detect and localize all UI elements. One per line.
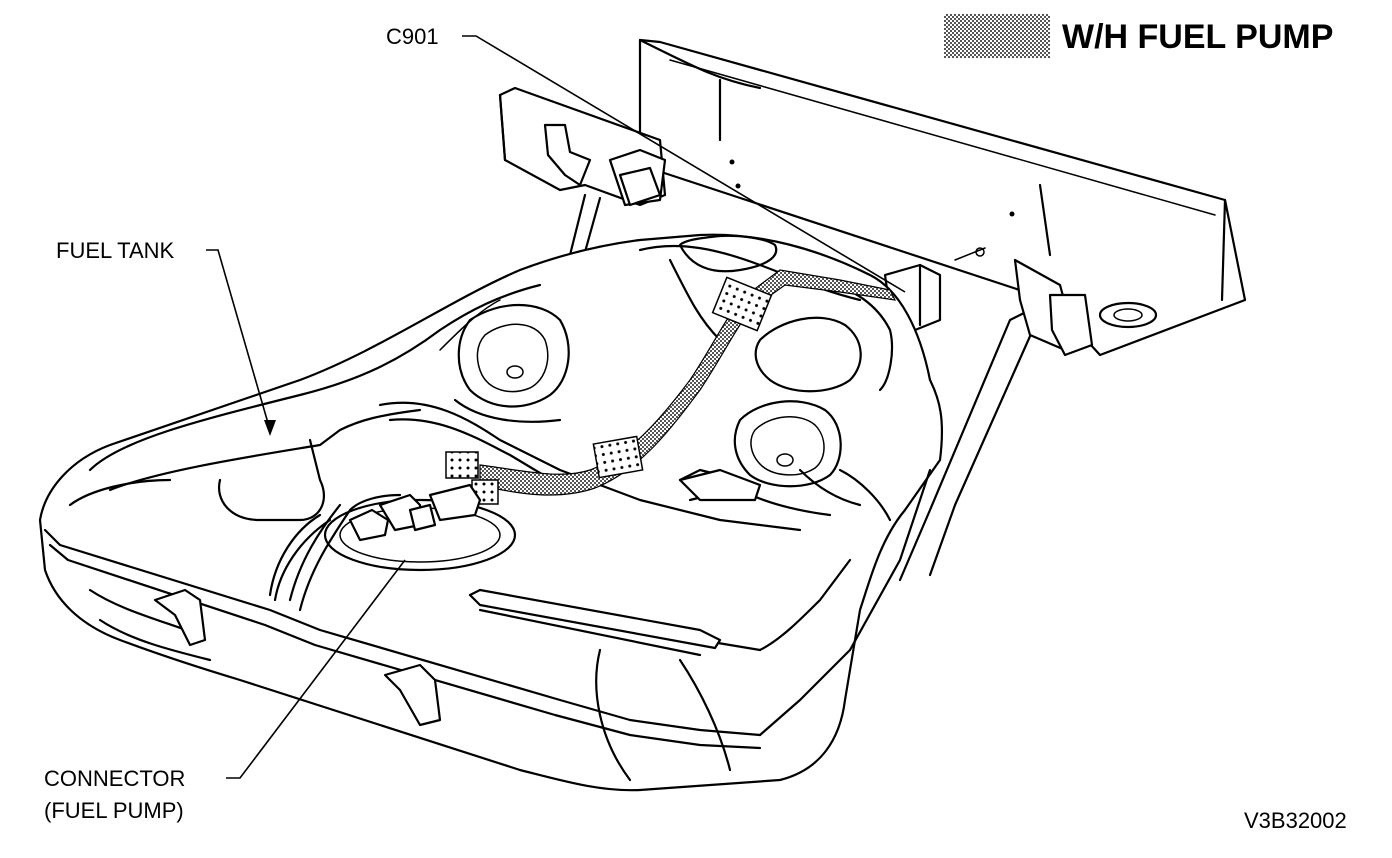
c901-label: C901 — [386, 24, 439, 49]
connector-label-line1: CONNECTOR — [44, 766, 185, 791]
c901-leader — [462, 35, 906, 293]
legend-title: W/H FUEL PUMP — [1062, 18, 1333, 56]
fuel-tank-label: FUEL TANK — [56, 238, 175, 263]
fuel-tank-arrowhead — [264, 420, 276, 436]
body-crossmember — [638, 38, 1247, 357]
legend-swatch — [944, 14, 1050, 58]
fuel-pump-module — [268, 483, 517, 602]
connector-label-line2: (FUEL PUMP) — [44, 798, 184, 823]
fuel-pump-harness — [288, 269, 897, 612]
fuel-tank-leader — [206, 249, 271, 431]
right-dome — [733, 316, 862, 488]
right-strap — [883, 247, 1094, 582]
figure-code: V3B32002 — [1244, 808, 1347, 833]
strap-pads — [153, 468, 762, 727]
connector-leader — [226, 559, 406, 779]
left-dome — [439, 299, 570, 423]
left-bracket — [498, 86, 667, 277]
